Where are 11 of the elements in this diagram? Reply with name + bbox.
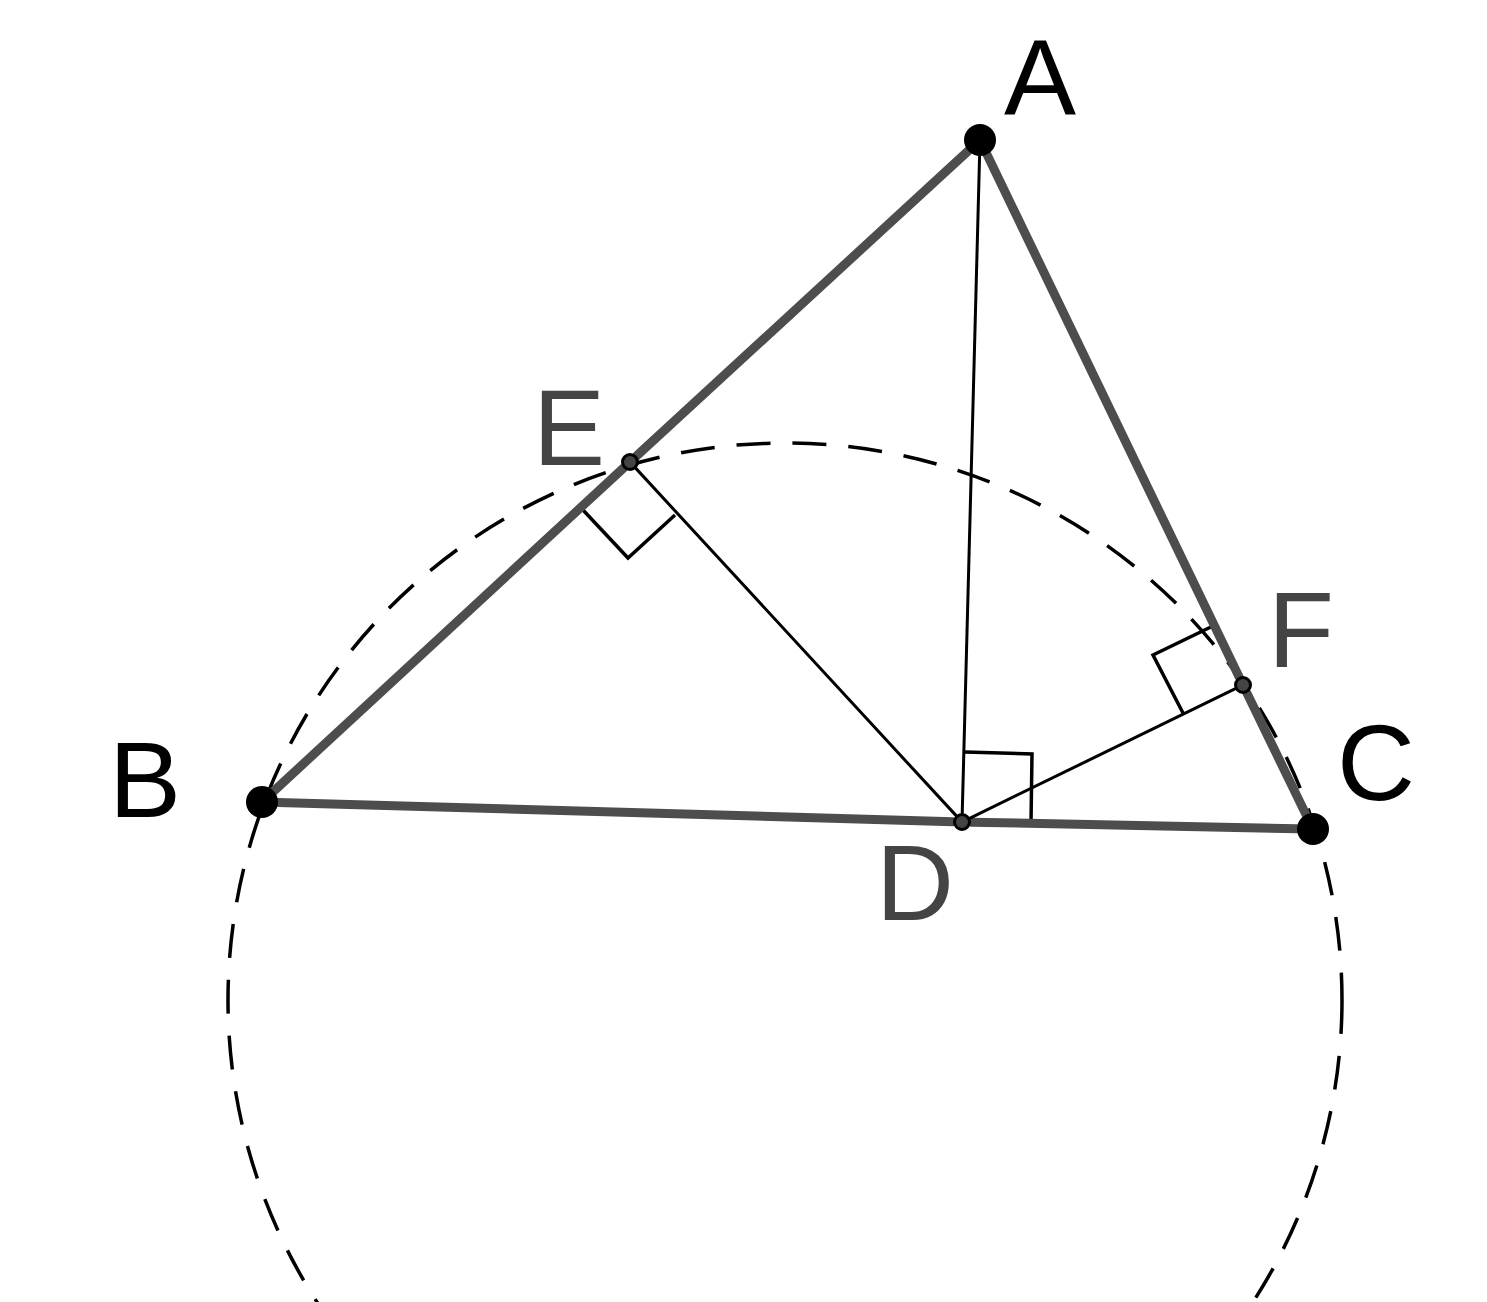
line-segment bbox=[269, 463, 628, 796]
line-segment bbox=[968, 687, 1237, 820]
line-segment bbox=[632, 146, 973, 461]
point-label: E bbox=[533, 374, 605, 482]
point-label: A bbox=[1004, 24, 1076, 132]
line-segment bbox=[634, 467, 958, 817]
point-label: F bbox=[1268, 576, 1334, 684]
point-label: D bbox=[876, 829, 954, 937]
point-label: B bbox=[109, 726, 181, 834]
line-segment bbox=[960, 154, 982, 815]
point-label: C bbox=[1337, 709, 1415, 817]
